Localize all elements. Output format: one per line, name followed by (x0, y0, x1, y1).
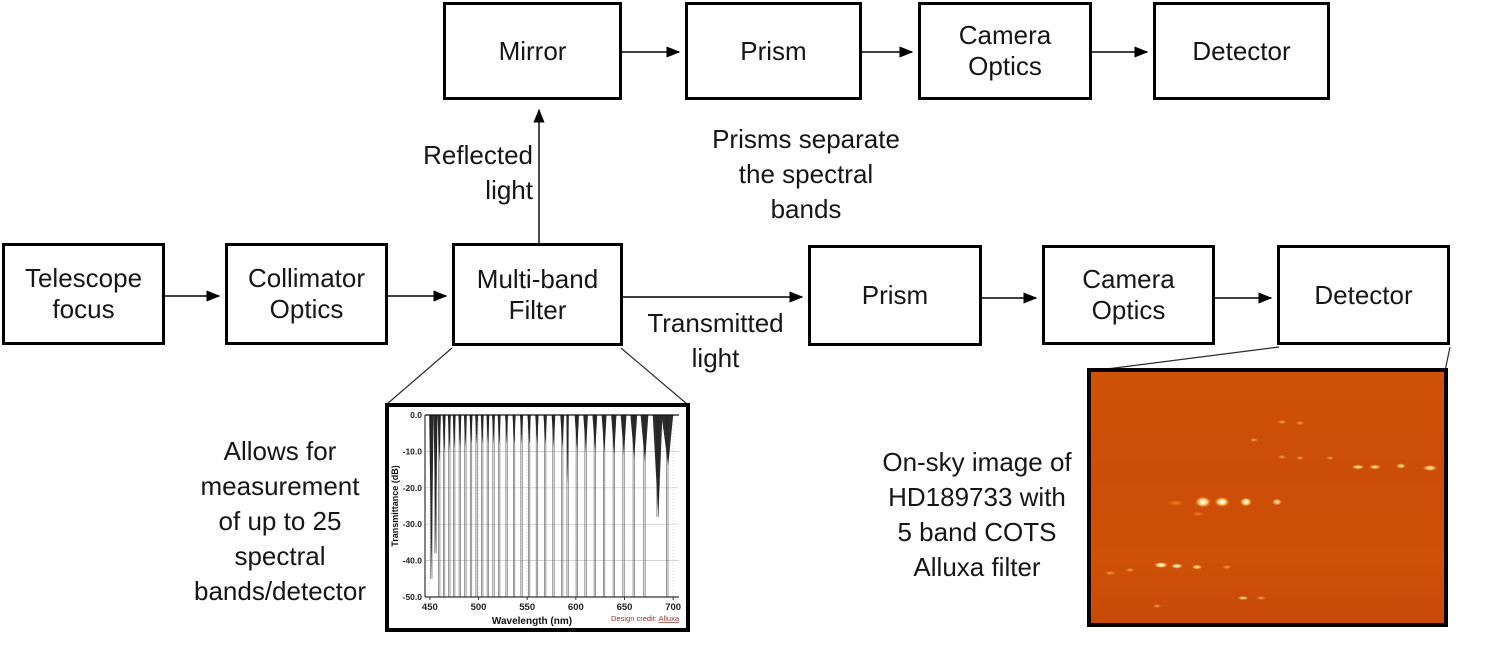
note-on-sky-image: On-sky image of HD189733 with 5 band COT… (870, 445, 1084, 585)
x-tick-label: 550 (519, 602, 535, 613)
star-spot (1277, 455, 1287, 460)
star-spot (1192, 511, 1205, 517)
star-spot (1125, 568, 1135, 573)
star-spot (1167, 500, 1184, 507)
node-detector-bottom-label: Detector (1314, 279, 1413, 310)
star-spot (1422, 464, 1438, 471)
node-detector-top: Detector (1153, 2, 1330, 100)
node-collimator-optics-label: Collimator Optics (247, 263, 366, 324)
star-spot (1325, 456, 1334, 461)
star-spot (1295, 420, 1305, 425)
label-transmitted-light: Transmitted light (638, 306, 793, 376)
node-mirror: Mirror (443, 2, 622, 100)
star-spot (1154, 562, 1169, 569)
label-transmitted-light-line2: light (691, 343, 740, 373)
node-detector-top-label: Detector (1192, 35, 1291, 66)
node-prism-top: Prism (685, 2, 862, 100)
x-tick-label: 650 (617, 602, 633, 613)
label-reflected-light-line2: light (485, 175, 533, 205)
note-sky-line2: HD189733 with (888, 482, 1066, 512)
star-spot (1249, 438, 1259, 443)
node-prism-bottom-label: Prism (861, 280, 929, 310)
star-spot (1256, 595, 1267, 600)
note-prisms-line2: the spectral (738, 159, 874, 189)
star-spot (1171, 563, 1184, 569)
star-spot (1222, 565, 1232, 570)
star-spot (1368, 464, 1381, 470)
note-prisms-line1: Prisms separate (712, 124, 900, 154)
node-camera-optics-top: Camera Optics (918, 2, 1092, 100)
note-filter-line4: spectral (234, 541, 326, 571)
note-filter-line3: of up to 25 (218, 506, 342, 536)
node-camera-optics-top-label: Camera Optics (958, 20, 1052, 81)
y-tick-label: -10.0 (403, 446, 423, 456)
node-camera-optics-bottom: Camera Optics (1042, 245, 1215, 345)
note-filter-line5: bands/detector (193, 576, 366, 606)
note-sky-line1: On-sky image of (882, 447, 1072, 477)
x-tick-label: 450 (422, 602, 438, 613)
star-spot (1195, 496, 1212, 508)
note-filter-line1: Allows for (223, 436, 337, 466)
x-tick-label: 500 (471, 602, 487, 613)
label-reflected-light-line1: Reflected (423, 140, 533, 170)
note-filter-line2: measurement (200, 471, 360, 501)
node-prism-top-label: Prism (740, 35, 807, 66)
note-filter-capability: Allows for measurement of up to 25 spect… (180, 434, 380, 609)
design-credit: Design credit: Alluxa (611, 614, 680, 623)
note-sky-line4: Alluxa filter (913, 552, 1041, 582)
star-spot (1237, 595, 1249, 600)
star-spot (1214, 497, 1230, 508)
label-reflected-light: Reflected light (400, 138, 533, 208)
node-collimator-optics: Collimator Optics (225, 243, 388, 345)
x-tick-label: 700 (665, 602, 681, 613)
x-axis-title: Wavelength (nm) (492, 616, 572, 627)
node-detector-bottom: Detector (1277, 245, 1450, 345)
star-spot (1104, 570, 1116, 575)
star-spot (1240, 497, 1253, 507)
x-tick-label: 600 (568, 602, 584, 613)
node-prism-bottom: Prism (808, 245, 982, 346)
y-tick-label: 0.0 (410, 410, 422, 420)
on-sky-image (1087, 368, 1448, 627)
node-mirror-label: Mirror (498, 35, 567, 66)
node-multiband-filter: Multi-band Filter (452, 243, 623, 346)
y-tick-label: -30.0 (403, 519, 423, 529)
star-spot (1276, 419, 1287, 424)
note-prisms-line3: bands (770, 194, 842, 224)
star-spot (1191, 564, 1203, 570)
y-tick-label: -50.0 (403, 592, 423, 602)
star-spot (1295, 456, 1304, 461)
label-transmitted-light-line1: Transmitted (647, 308, 784, 338)
note-sky-line3: 5 band COTS (897, 517, 1057, 547)
node-multiband-filter-label: Multi-band Filter (476, 263, 599, 325)
callout-line-filter-left (386, 347, 453, 405)
node-telescope-focus: Telescope focus (2, 243, 165, 345)
y-axis-title: Transmittance (dB) (390, 465, 400, 547)
y-tick-label: -20.0 (403, 483, 423, 493)
star-spot (1395, 463, 1406, 469)
node-camera-optics-bottom-label: Camera Optics (1082, 264, 1175, 325)
node-telescope-focus-label: Telescope focus (24, 263, 143, 324)
note-prisms-separate: Prisms separate the spectral bands (706, 122, 906, 227)
star-spot (1351, 464, 1365, 470)
star-spot (1272, 498, 1283, 506)
y-tick-label: -40.0 (403, 556, 423, 566)
star-spot (1152, 603, 1162, 608)
